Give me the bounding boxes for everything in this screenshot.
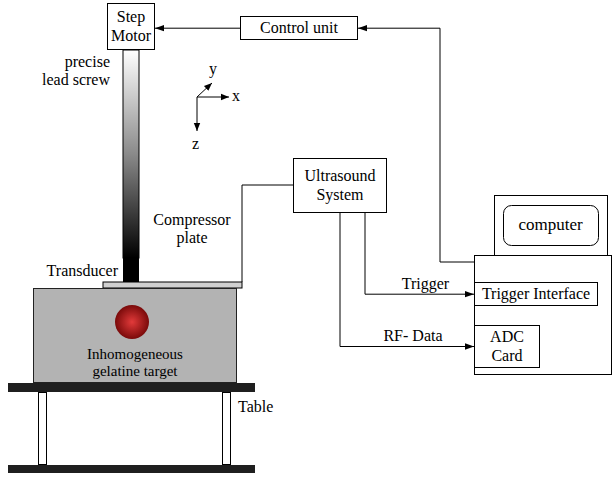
signal-connector: [155, 28, 240, 29]
x-axis: [197, 97, 229, 98]
box-label: Control unit: [260, 19, 338, 37]
part-label: precise lead screw: [38, 53, 110, 90]
monitor-frame: [495, 196, 608, 256]
transducer-cable: [242, 185, 293, 282]
gelatine-target: Inhomogeneous gelatine target: [33, 288, 237, 383]
part-label: x: [232, 87, 240, 105]
z-axis: [197, 97, 198, 131]
inclusion: [115, 305, 149, 339]
signal-connector: [365, 213, 474, 294]
y-axis: [197, 83, 212, 97]
process-box: ADC Card: [474, 325, 540, 368]
process-box: Step Motor: [107, 3, 155, 50]
target-label: Inhomogeneous gelatine target: [65, 346, 205, 379]
computer-unit: computerTrigger InterfaceADC Card: [474, 195, 612, 375]
box-label: Trigger Interface: [482, 285, 590, 303]
part-label: z: [192, 135, 199, 153]
table-base: [8, 465, 255, 473]
transducer-block: [123, 258, 139, 282]
computer-body: [475, 256, 612, 375]
part-label: Compressor plate: [148, 211, 236, 248]
box-label: ADC Card: [485, 328, 529, 365]
table-leg: [39, 393, 47, 465]
screen-label: computer: [503, 205, 598, 245]
part-label: y: [209, 60, 217, 78]
process-box: Trigger Interface: [474, 282, 598, 306]
signal-label: RF- Data: [383, 327, 442, 345]
process-box: Control unit: [240, 16, 358, 40]
signal-connector: [358, 28, 474, 262]
part-label: Transducer: [30, 262, 118, 280]
box-label: Step Motor: [110, 8, 152, 45]
process-box: Ultrasound System: [293, 158, 387, 213]
box-label: Ultrasound System: [296, 167, 384, 204]
signal-label: Trigger: [402, 275, 449, 293]
table-top: [8, 383, 255, 392]
lead-screw: [123, 50, 139, 258]
part-label: Table: [238, 398, 273, 416]
signal-connector: [340, 213, 474, 347]
table-leg: [223, 393, 231, 465]
monitor-screen: [504, 206, 599, 246]
